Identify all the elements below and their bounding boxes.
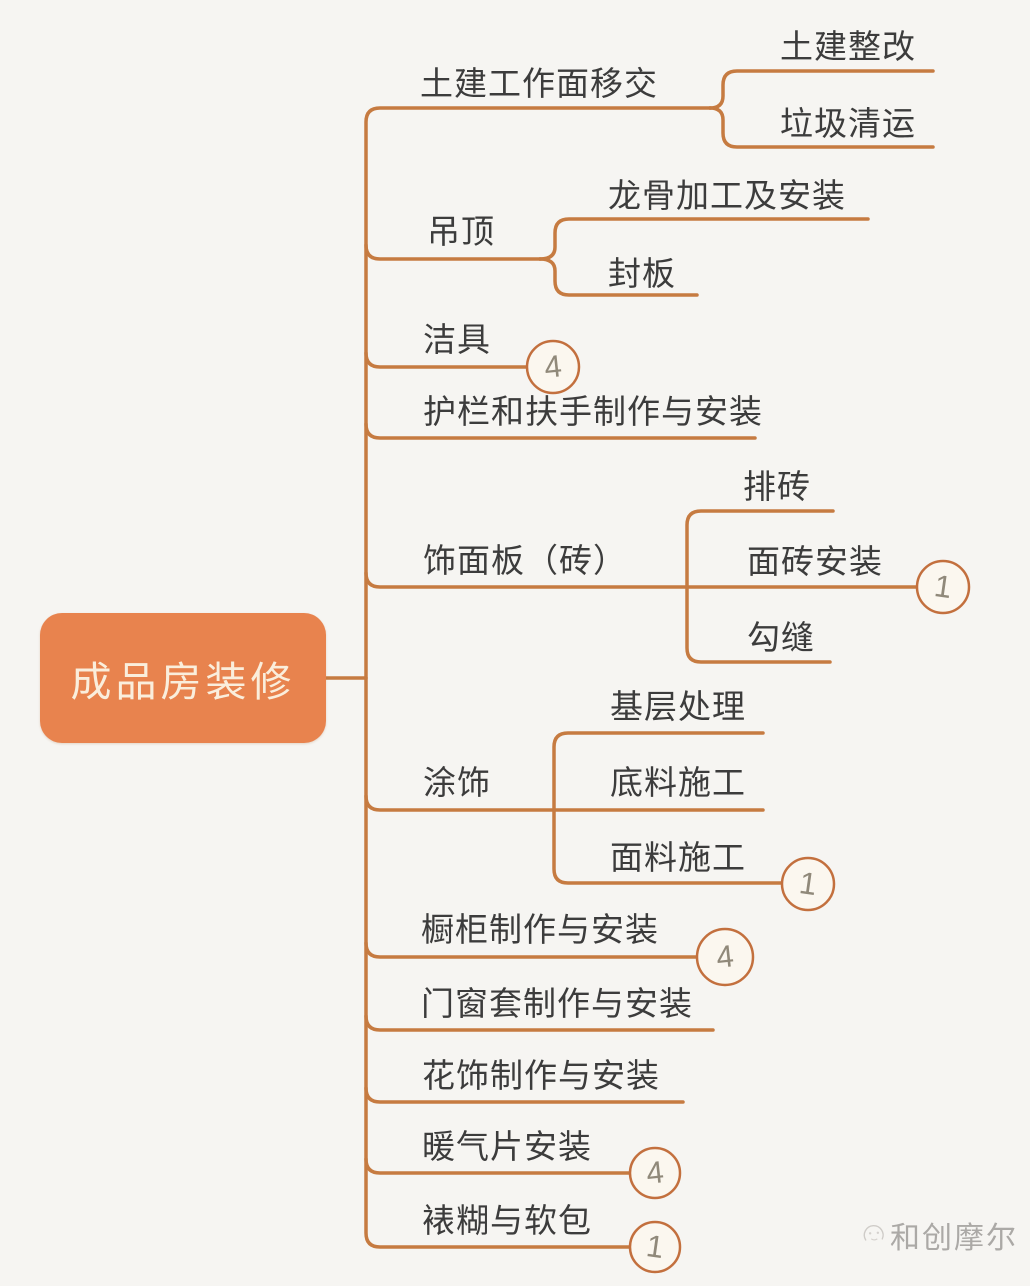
branch-civil-work-handover[interactable]: 土建工作面移交: [420, 65, 658, 102]
subline-garbage-removal: [708, 106, 935, 149]
branch-railing-handrail[interactable]: 护栏和扶手制作与安装: [423, 393, 763, 430]
subline-tile-layout: [685, 509, 835, 589]
subtopic-keel-processing[interactable]: 龙骨加工及安装: [608, 177, 846, 214]
watermark-label: 和创摩尔: [890, 1222, 1018, 1255]
subtopic-tile-installation[interactable]: 面砖安装: [747, 543, 883, 580]
subtopic-civil-rework[interactable]: 土建整改: [780, 28, 916, 65]
badge-topcoat-count[interactable]: 1: [797, 864, 820, 903]
badge-circle-tile-install: [915, 559, 971, 615]
subline-base-treatment: [552, 731, 765, 812]
badge-circle-cabinet: [695, 927, 755, 987]
branch-line-ceiling: [364, 243, 542, 261]
branch-line-sanitary: [364, 351, 529, 369]
subline-topcoat: [552, 808, 784, 885]
subtopic-tile-layout[interactable]: 排砖: [743, 468, 811, 505]
badge-sanitary-count[interactable]: 4: [542, 348, 564, 385]
subtopic-primer-work[interactable]: 底料施工: [610, 764, 746, 801]
subtopic-garbage-removal[interactable]: 垃圾清运: [780, 105, 916, 142]
badge-circle-sanitary: [525, 339, 581, 395]
watermark: 和创摩尔: [858, 1202, 1018, 1268]
subtopic-topcoat-work[interactable]: 面料施工: [610, 839, 746, 876]
branch-veneer-tile[interactable]: 饰面板（砖）: [423, 542, 627, 579]
root-node[interactable]: 成品房装修: [40, 613, 326, 743]
branch-line-floral: [364, 1086, 685, 1104]
branch-line-radiator: [364, 1157, 632, 1175]
branch-painting[interactable]: 涂饰: [423, 764, 491, 801]
branch-door-window-casing[interactable]: 门窗套制作与安装: [421, 985, 693, 1022]
branch-cabinet[interactable]: 橱柜制作与安装: [421, 911, 659, 948]
branch-wallpaper-soft[interactable]: 裱糊与软包: [422, 1202, 592, 1239]
subtopic-base-treatment[interactable]: 基层处理: [610, 688, 746, 725]
badge-radiator-count[interactable]: 4: [644, 1154, 666, 1191]
subline-sealing-board: [538, 257, 699, 297]
subline-grouting: [685, 585, 832, 664]
branch-line-painting: [364, 794, 765, 812]
badge-wallpaper-count[interactable]: 1: [644, 1227, 667, 1266]
badge-cabinet-count[interactable]: 4: [714, 938, 736, 975]
branch-radiator-install[interactable]: 暖气片安装: [422, 1128, 592, 1165]
branch-sanitary-ware[interactable]: 洁具: [423, 321, 491, 358]
branch-line-veneer: [364, 571, 919, 589]
subtopic-sealing-board[interactable]: 封板: [608, 255, 676, 292]
badge-circle-radiator: [628, 1146, 682, 1200]
badge-circle-topcoat: [780, 856, 836, 912]
branch-floral-decoration[interactable]: 花饰制作与安装: [422, 1057, 660, 1094]
branch-line-door-window: [364, 1014, 715, 1032]
badge-circle-wallpaper: [628, 1220, 682, 1274]
branch-line-cabinet: [364, 941, 699, 959]
root-label: 成品房装修: [70, 659, 296, 705]
trunk-line: [364, 106, 712, 1249]
subtopic-grouting[interactable]: 勾缝: [747, 619, 815, 656]
subline-keel: [538, 217, 870, 261]
subline-civil-rework: [708, 69, 935, 110]
branch-line-railing: [364, 422, 757, 440]
watermark-logo-icon: [863, 1224, 884, 1241]
badge-tile-install-count[interactable]: 1: [932, 567, 955, 606]
branch-suspended-ceiling[interactable]: 吊顶: [427, 213, 495, 250]
